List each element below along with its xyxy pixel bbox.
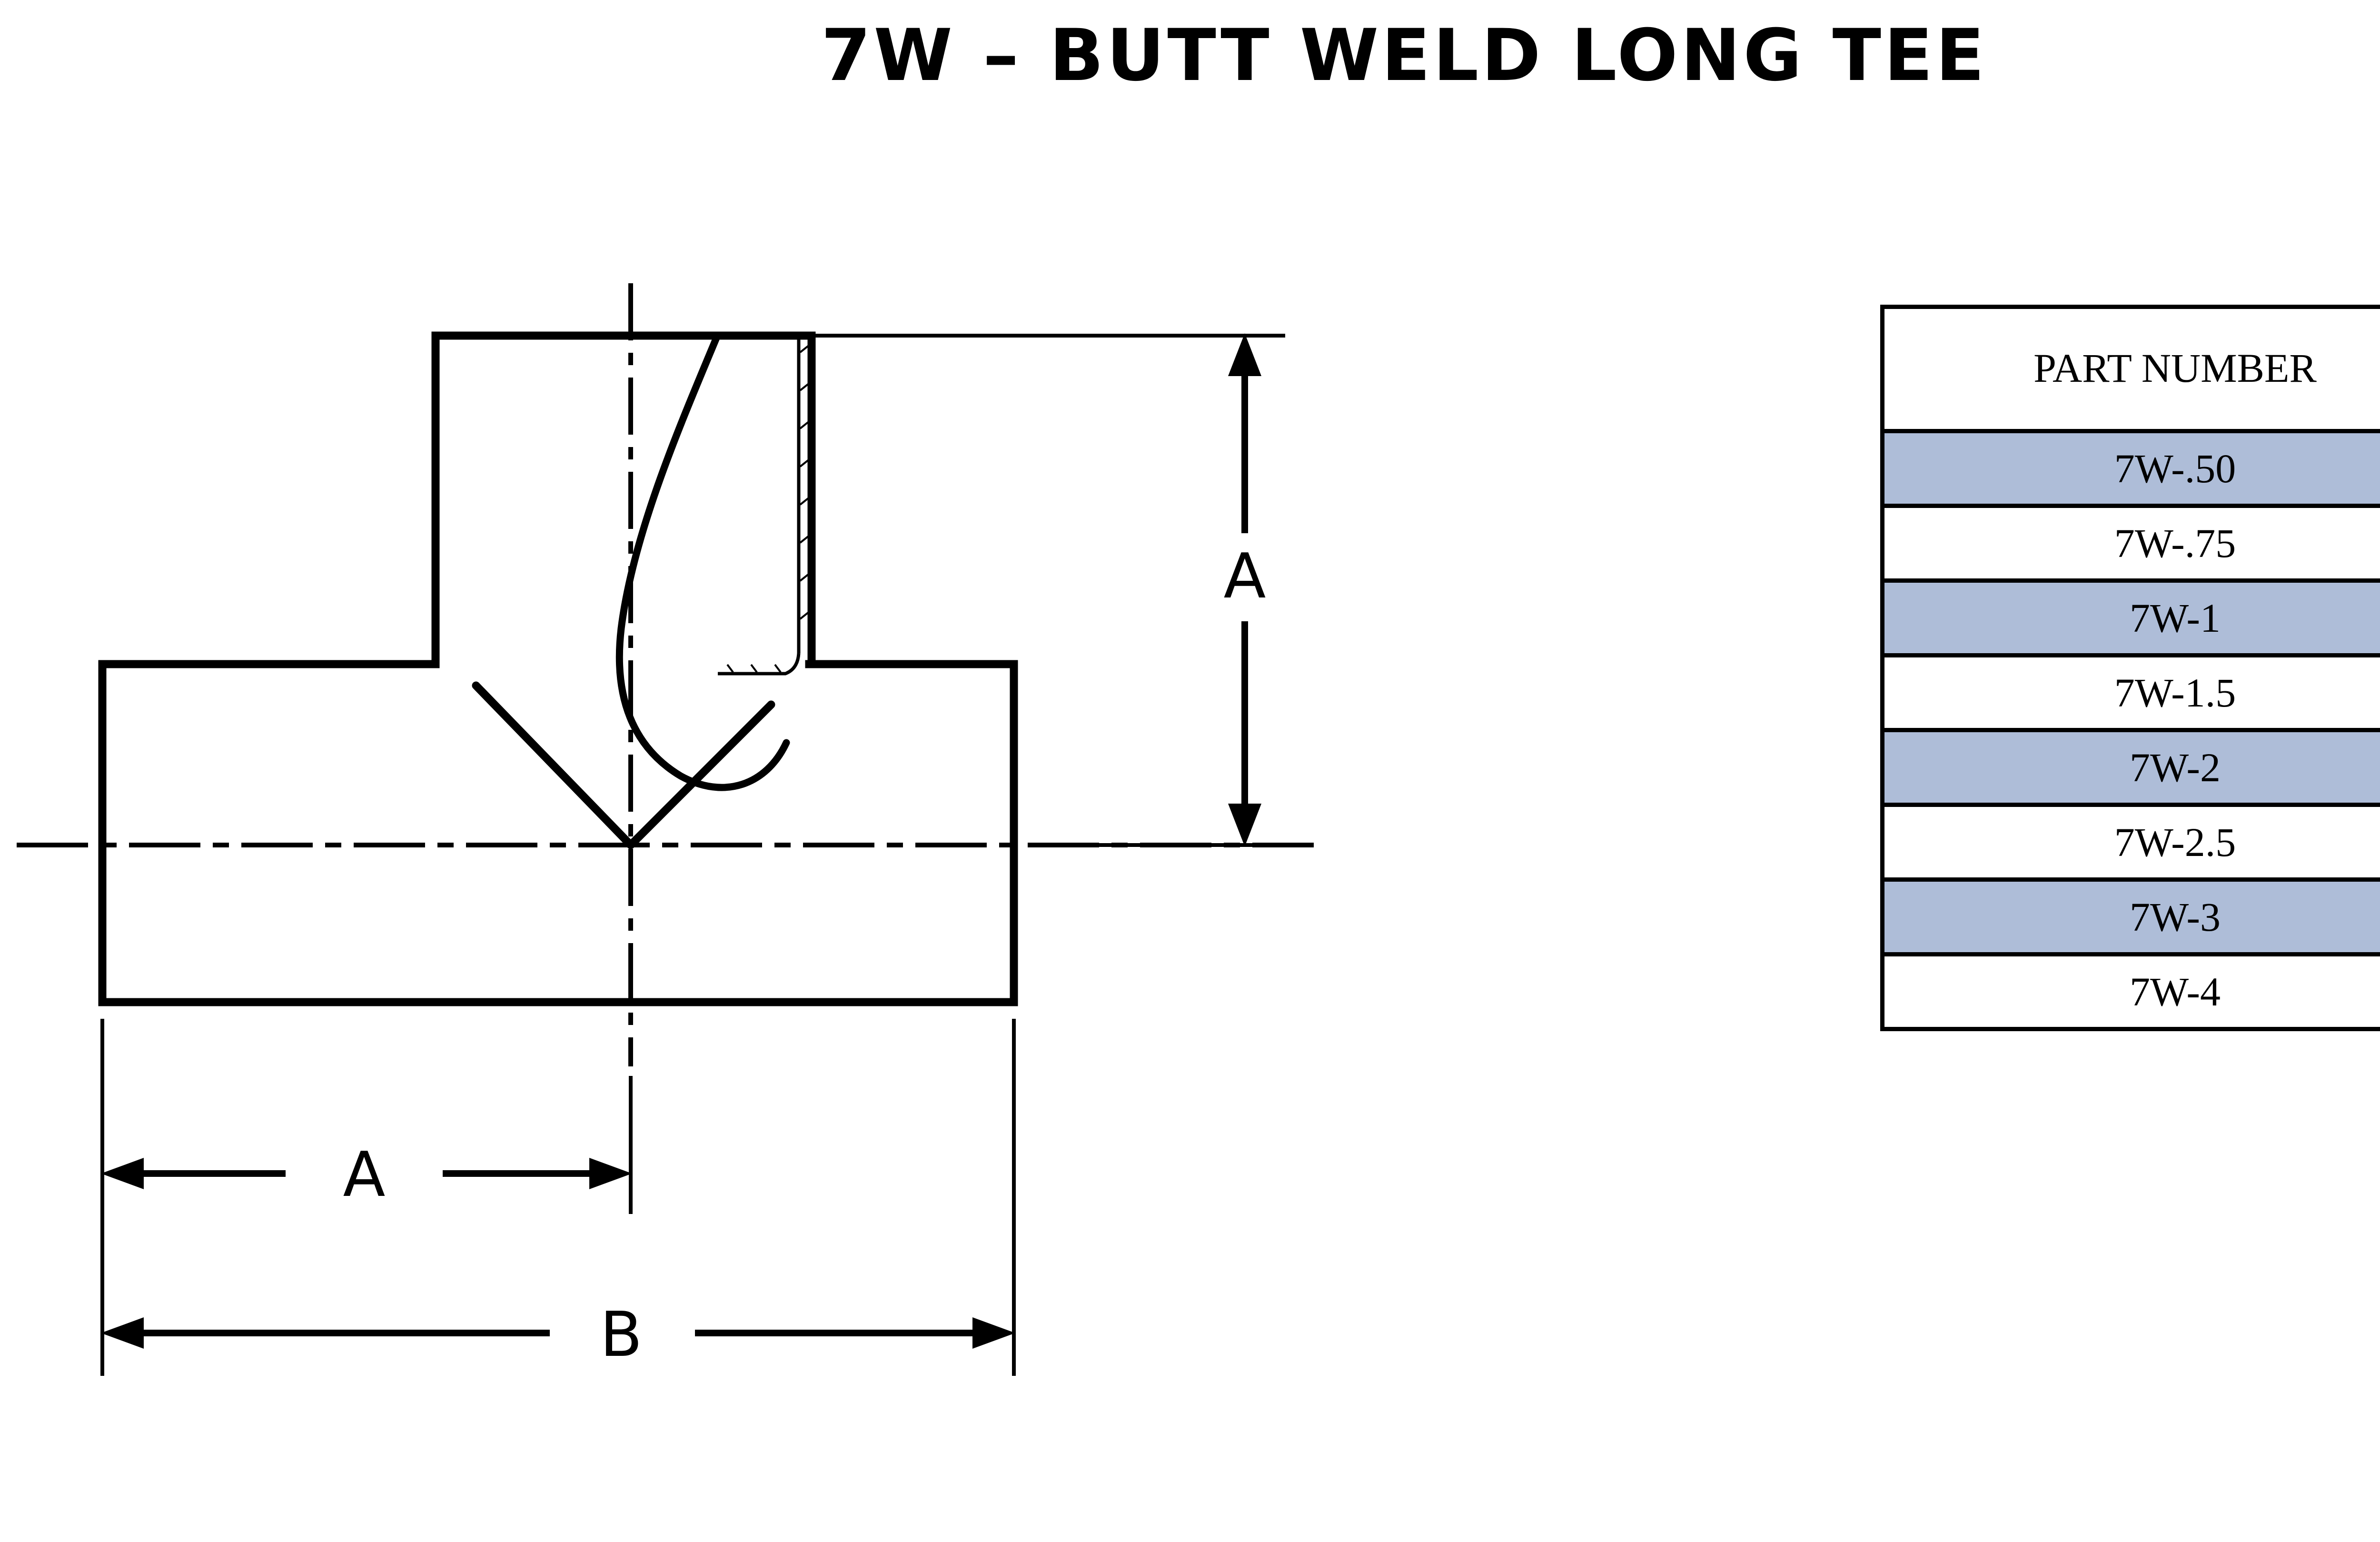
- cell-part-number: 7W-3: [1880, 877, 2380, 956]
- table-row: 7W-443.8757.750: [1880, 952, 2380, 1031]
- cell-part-number: 7W-2.5: [1880, 803, 2380, 882]
- table-row: 7W-.501/21.8753.750: [1880, 429, 2380, 508]
- tee-cross-section-svg: A A B: [17, 283, 1314, 1376]
- weld-v-groove: [472, 681, 775, 849]
- run-pipe-outline: [98, 660, 1018, 1006]
- spec-table: PART NUMBER SIZE (inches) A (inches) B (…: [1880, 305, 2380, 1031]
- dimension-a-horizontal: A: [100, 1019, 633, 1214]
- dimension-a-vertical: A: [812, 333, 1285, 847]
- table-row: 7W-2.52-1/23.0006.000: [1880, 803, 2380, 882]
- cell-part-number: 7W-1.5: [1880, 653, 2380, 732]
- table-row: 7W-.753/41.8753.750: [1880, 504, 2380, 583]
- branch-pipe-outline: [431, 331, 816, 668]
- dimension-a-vertical-label: A: [1224, 540, 1266, 612]
- header-part-number: PART NUMBER: [1880, 305, 2380, 433]
- cell-part-number: 7W-.50: [1880, 429, 2380, 508]
- spec-table-head: PART NUMBER SIZE (inches) A (inches) B (…: [1880, 305, 2380, 433]
- spec-table-container: PART NUMBER SIZE (inches) A (inches) B (…: [1880, 305, 2380, 1031]
- table-row: 7W-111.8753.750: [1880, 578, 2380, 657]
- cell-part-number: 7W-4: [1880, 952, 2380, 1031]
- table-row: 7W-333.2506.500: [1880, 877, 2380, 956]
- technical-drawing: A A B: [0, 267, 1428, 1409]
- cell-part-number: 7W-1: [1880, 578, 2380, 657]
- dimension-b-horizontal: B: [100, 1019, 1016, 1376]
- dimension-b-horizontal-label: B: [600, 1298, 642, 1371]
- cell-part-number: 7W-.75: [1880, 504, 2380, 583]
- table-row: 7W-1.51-1/22.2504.500: [1880, 653, 2380, 732]
- cell-part-number: 7W-2: [1880, 728, 2380, 807]
- wall-hatch-marks: [726, 344, 810, 673]
- page-title: 7W – BUTT WELD LONG TEE: [821, 14, 1987, 97]
- table-row: 7W-223.0006.000: [1880, 728, 2380, 807]
- dimension-a-horizontal-label: A: [343, 1138, 386, 1211]
- header-row: PART NUMBER SIZE (inches) A (inches) B (…: [1880, 305, 2380, 433]
- spec-table-body: 7W-.501/21.8753.7507W-.753/41.8753.7507W…: [1880, 429, 2380, 1031]
- header-part-number-main: PART NUMBER: [2033, 345, 2317, 391]
- internal-crotch-contour: [615, 334, 790, 791]
- branch-bore-wall: [718, 339, 801, 676]
- centerlines: [17, 283, 1314, 1066]
